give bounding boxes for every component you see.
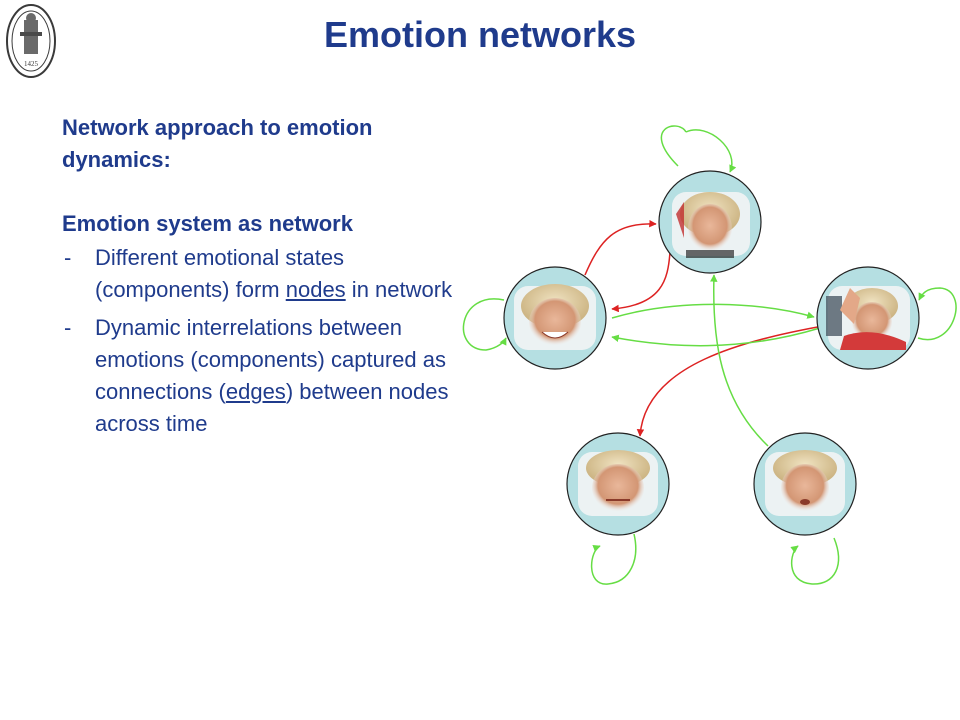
- node-top: [658, 170, 762, 274]
- self-loop-bottom-left: [590, 533, 637, 585]
- bullet-marker: -: [64, 315, 72, 340]
- self-loop-right: [917, 287, 957, 341]
- section-heading: Network approach to emotion dynamics:: [62, 115, 373, 172]
- face-photo-smiling: [514, 284, 596, 350]
- emotion-network-diagram: [462, 125, 957, 585]
- bullet-text: ) between nodes across time: [95, 379, 449, 436]
- self-loop-top: [660, 125, 687, 167]
- bullet-text: Different emotional states (components) …: [95, 245, 345, 302]
- edge-left-to-top: [584, 219, 657, 276]
- face-photo-waving: [826, 286, 910, 350]
- subheading: Emotion system as network: [62, 211, 353, 236]
- bullet-text: Dynamic interrelations between emotions …: [95, 315, 446, 404]
- bullet-marker: -: [64, 245, 72, 270]
- edge-right-to-left: [611, 327, 821, 347]
- node-right: [816, 266, 920, 370]
- edge-bottom-right-to-top: [710, 274, 769, 447]
- edge-right-to-bottom-left: [636, 322, 841, 437]
- face-photo-grimacing: [578, 450, 658, 516]
- self-loop-left: [462, 298, 507, 351]
- face-photo-serious: [672, 192, 750, 258]
- bullet-item: -Dynamic interrelations between emotions…: [62, 312, 462, 440]
- node-bottom-right: [753, 432, 857, 536]
- bullet-text: in network: [345, 277, 453, 302]
- self-loop-bottom-right: [790, 537, 840, 585]
- self-loop-top-arrow: [685, 129, 737, 173]
- slide-title: Emotion networks: [323, 14, 637, 55]
- bullet-list: -Different emotional states (components)…: [62, 242, 462, 440]
- text-content: Network approach to emotion dynamics: Em…: [62, 112, 462, 446]
- face-photo-talking: [765, 450, 845, 516]
- underlined-term: edges: [225, 379, 286, 404]
- underlined-term: nodes: [285, 277, 346, 302]
- university-seal-logo: 1425: [6, 4, 56, 78]
- node-left: [503, 266, 607, 370]
- bullet-item: -Different emotional states (components)…: [62, 242, 462, 306]
- logo-year: 1425: [24, 60, 39, 68]
- node-bottom-left: [566, 432, 670, 536]
- edge-top-to-left: [611, 251, 671, 313]
- edge-left-to-right: [611, 303, 815, 319]
